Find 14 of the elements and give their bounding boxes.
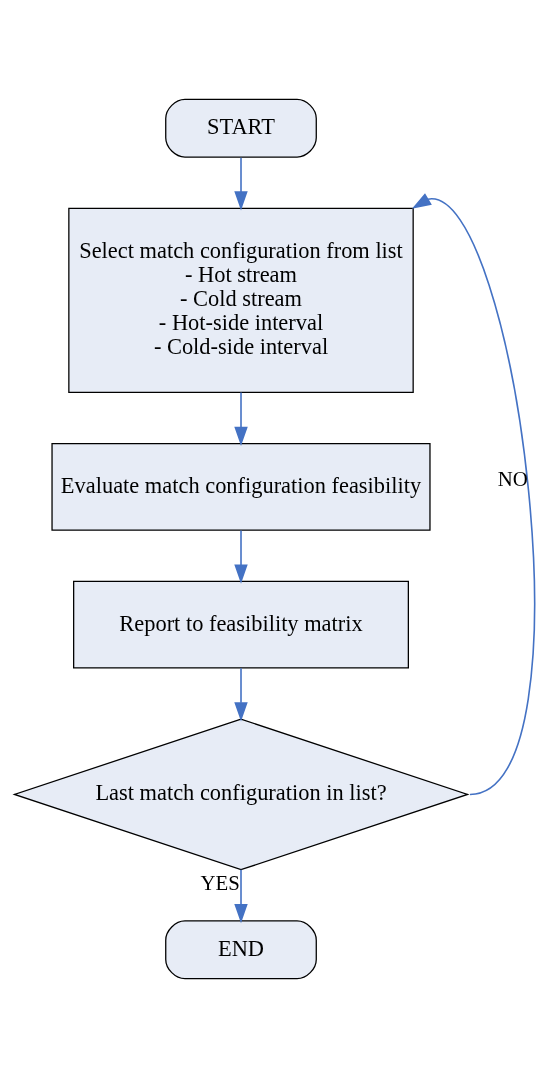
node-box: END (165, 919, 317, 979)
arrow (234, 868, 248, 923)
node-box: Select match configuration from list - Hot stream - Cold stream - Hot-side interval - Cold-side interval (68, 207, 414, 393)
arrow (234, 667, 248, 721)
arrow (234, 156, 248, 210)
node-box: Evaluate match configuration feasibility (51, 442, 431, 531)
arrow (234, 529, 248, 584)
edge-label: NO (497, 466, 528, 491)
node-diamond: Last match configuration in list? (12, 718, 470, 870)
edge-label: YES (200, 869, 240, 894)
node-box: START (165, 98, 317, 158)
arrow (411, 192, 535, 795)
arrow (234, 391, 248, 446)
node-box: Report to feasibility matrix (73, 580, 409, 669)
